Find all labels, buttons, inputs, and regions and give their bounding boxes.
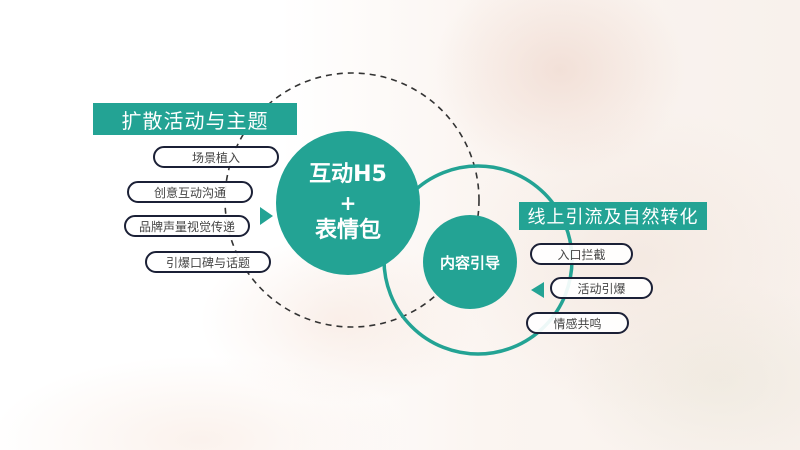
list-item-creative-interaction: 创意互动沟通 bbox=[127, 181, 253, 203]
list-item-emotional-resonance: 情感共鸣 bbox=[526, 312, 629, 334]
main-circle-line2: 表情包 bbox=[314, 218, 381, 243]
list-item-activity-burst: 活动引爆 bbox=[550, 277, 653, 299]
list-item-word-of-mouth: 引爆口碑与话题 bbox=[145, 251, 271, 273]
main-circle-line1: 互动H5 bbox=[309, 162, 387, 187]
list-item-brand-visual: 品牌声量视觉传递 bbox=[124, 215, 250, 237]
arrow-left-icon bbox=[531, 282, 544, 298]
main-circle-plus: + bbox=[339, 191, 357, 215]
right-section-title: 线上引流及自然转化 bbox=[519, 202, 707, 230]
main-circle-label: 互动H5 + 表情包 bbox=[276, 150, 420, 256]
list-item-entry-intercept: 入口拦截 bbox=[530, 243, 633, 265]
content-circle bbox=[423, 215, 517, 309]
list-item-scene-placement: 场景植入 bbox=[153, 146, 279, 168]
left-section-title: 扩散活动与主题 bbox=[93, 103, 297, 135]
main-circle bbox=[276, 131, 420, 275]
content-circle-label: 内容引导 bbox=[439, 253, 500, 272]
arrow-right-icon bbox=[260, 207, 273, 225]
